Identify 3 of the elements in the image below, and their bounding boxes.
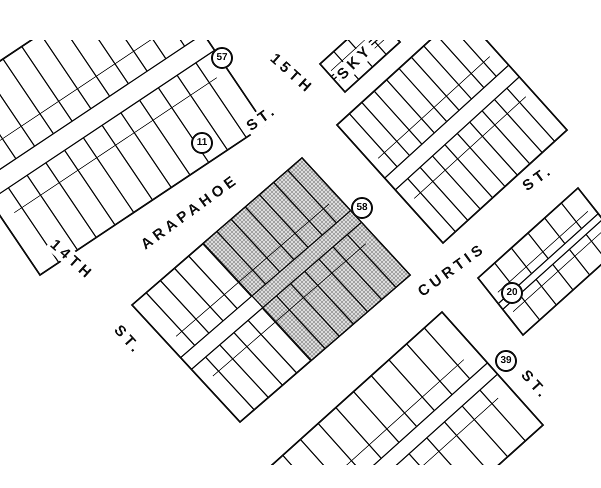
- block-number: 57: [211, 47, 233, 69]
- block-number: 39: [495, 350, 517, 372]
- block-number: 58: [351, 197, 373, 219]
